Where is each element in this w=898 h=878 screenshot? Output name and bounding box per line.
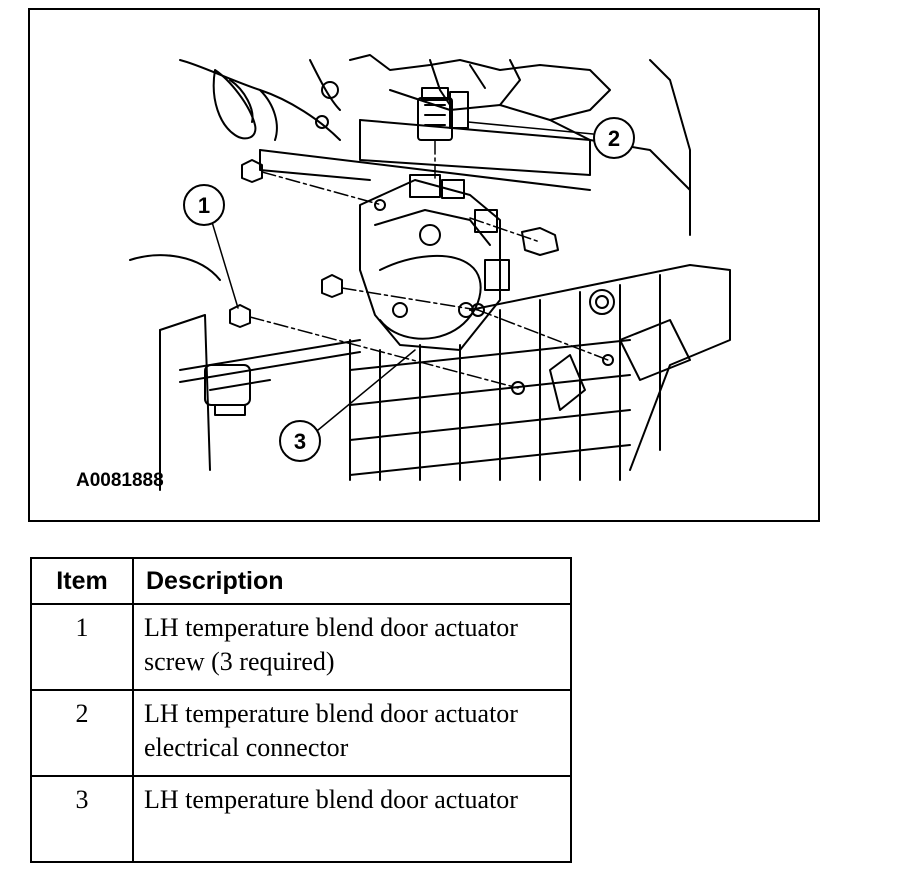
svg-text:2: 2 <box>608 126 620 151</box>
table-row: 1 LH temperature blend door actuator scr… <box>30 603 572 691</box>
callout-3: 3 <box>279 420 321 462</box>
left-bracket <box>129 254 361 491</box>
callout-1: 1 <box>183 184 225 226</box>
centerlines <box>249 139 609 389</box>
item-number: 2 <box>30 689 134 777</box>
description-column-header: Description <box>132 557 572 605</box>
svg-text:3: 3 <box>294 429 306 454</box>
item-description: LH temperature blend door actuator screw… <box>132 603 572 691</box>
figure-id-label: A0081888 <box>76 470 164 491</box>
plenum-grid <box>349 264 731 481</box>
callout-2: 2 <box>593 117 635 159</box>
table-header-row: Item Description <box>30 557 572 605</box>
parts-legend-table: Item Description 1 LH temperature blend … <box>30 557 572 863</box>
table-row: 3 LH temperature blend door actuator <box>30 775 572 863</box>
table-row: 2 LH temperature blend door actuator ele… <box>30 689 572 777</box>
svg-text:1: 1 <box>198 193 210 218</box>
item-description: LH temperature blend door actuator <box>132 775 572 863</box>
leader-lines <box>211 121 594 436</box>
item-column-header: Item <box>30 557 134 605</box>
actuator-illustration: 1 2 3 <box>129 54 731 491</box>
item-description: LH temperature blend door actuator elect… <box>132 689 572 777</box>
illustration-frame: 1 2 3 A0081888 <box>28 8 820 522</box>
item-number: 1 <box>30 603 134 691</box>
blower-housing <box>179 59 341 141</box>
upper-bracket <box>259 54 691 236</box>
item-number: 3 <box>30 775 134 863</box>
screws <box>229 159 614 395</box>
